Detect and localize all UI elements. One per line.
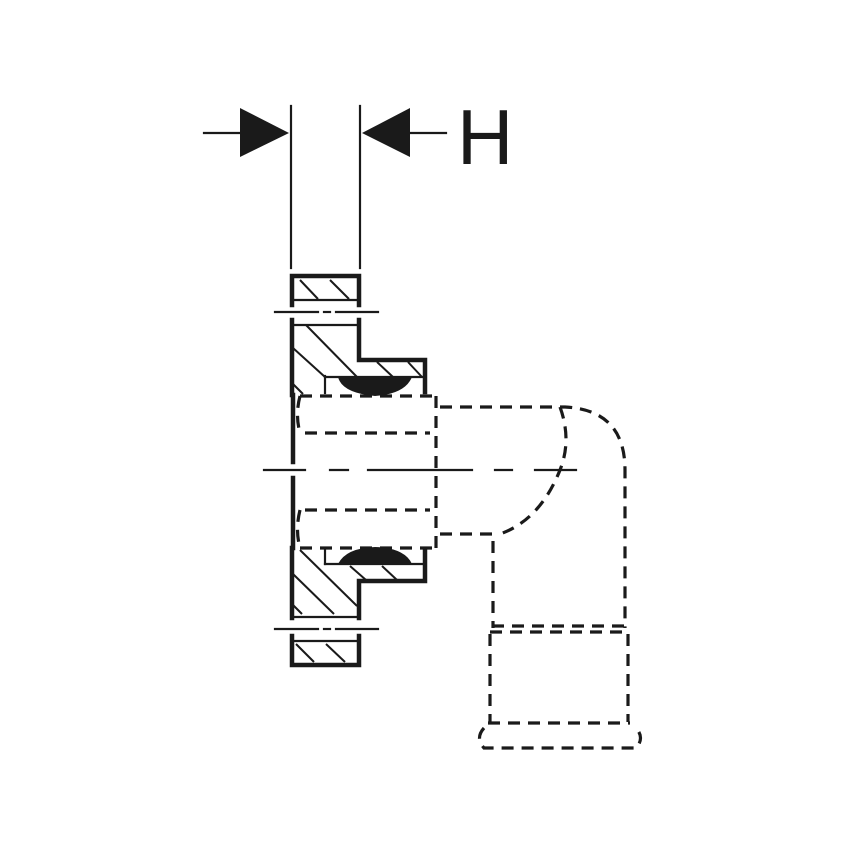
flange-lower-body (289, 545, 428, 621)
seal-ring-bottom (338, 547, 412, 564)
arrowhead-right-icon (240, 108, 289, 157)
dimension-label: H (457, 93, 513, 181)
pipe-inner (295, 394, 438, 550)
dimension-h: H (202, 93, 513, 270)
press-fitting-socket (477, 624, 643, 750)
arrowhead-left-icon (362, 108, 410, 157)
flange-bottom-lug (289, 633, 362, 668)
seal-ring-top (338, 377, 412, 396)
flange-upper-body (289, 317, 428, 398)
pipe-elbow (440, 405, 627, 628)
flange-top-lug (289, 273, 362, 308)
